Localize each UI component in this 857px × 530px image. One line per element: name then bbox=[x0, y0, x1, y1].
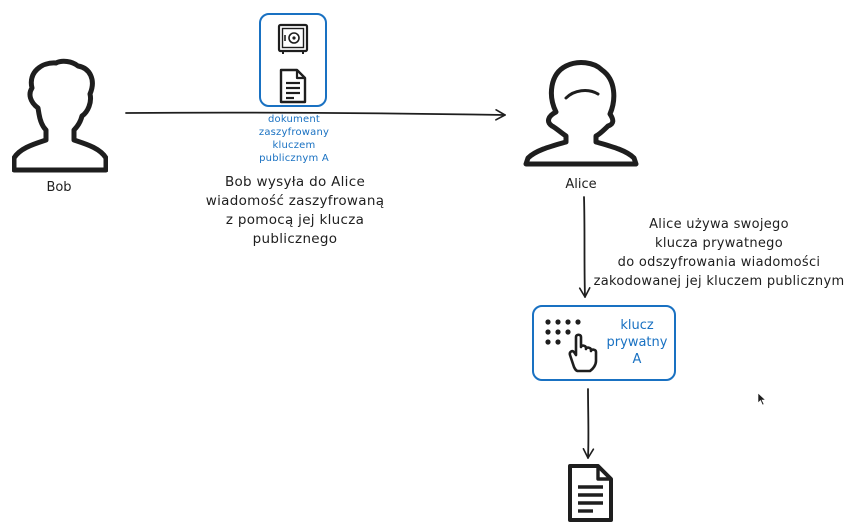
encrypted-document-caption: dokument zaszyfrowany kluczem publicznym… bbox=[246, 113, 342, 165]
caption-line: kluczem bbox=[272, 140, 316, 151]
key-label-line: klucz bbox=[620, 318, 654, 333]
description-line: wiadomość zaszyfrowaną bbox=[205, 193, 385, 209]
caption-line: publicznym A bbox=[259, 153, 329, 164]
caption-line: dokument bbox=[267, 114, 321, 125]
description-line: z pomocą jej klucza bbox=[225, 212, 365, 228]
caption-line: zaszyfrowany bbox=[258, 127, 330, 138]
mouse-cursor-icon bbox=[757, 392, 767, 406]
alice-label: Alice bbox=[565, 177, 597, 192]
description-line: do odszyfrowania wiadomości bbox=[617, 255, 821, 270]
description-line: zakodowanej jej kluczem publicznym bbox=[593, 274, 845, 289]
bob-person-icon bbox=[12, 58, 108, 173]
alice-decrypts-description: Alice używa swojego klucza prywatnego do… bbox=[588, 215, 850, 291]
encrypted-document-box bbox=[259, 13, 327, 107]
description-line: publicznego bbox=[252, 231, 338, 247]
description-line: klucza prywatnego bbox=[655, 236, 783, 251]
bob-label: Bob bbox=[46, 180, 72, 195]
private-key-box: klucz prywatny A bbox=[532, 305, 676, 381]
document-icon bbox=[279, 68, 307, 104]
private-key-label: klucz prywatny A bbox=[606, 317, 668, 368]
safe-icon bbox=[277, 23, 309, 54]
description-line: Bob wysyła do Alice bbox=[224, 174, 366, 190]
decrypted-document-icon bbox=[568, 464, 613, 522]
key-label-line: A bbox=[632, 352, 642, 367]
key-label-line: prywatny bbox=[606, 335, 668, 350]
arrow-alice-to-key bbox=[578, 196, 591, 298]
bob-sends-description: Bob wysyła do Alice wiadomość zaszyfrowa… bbox=[200, 173, 390, 249]
arrow-bob-to-alice bbox=[125, 109, 506, 121]
keypad-touch-icon bbox=[545, 319, 598, 373]
description-line: Alice używa swojego bbox=[649, 217, 789, 232]
alice-person-icon bbox=[523, 60, 639, 167]
